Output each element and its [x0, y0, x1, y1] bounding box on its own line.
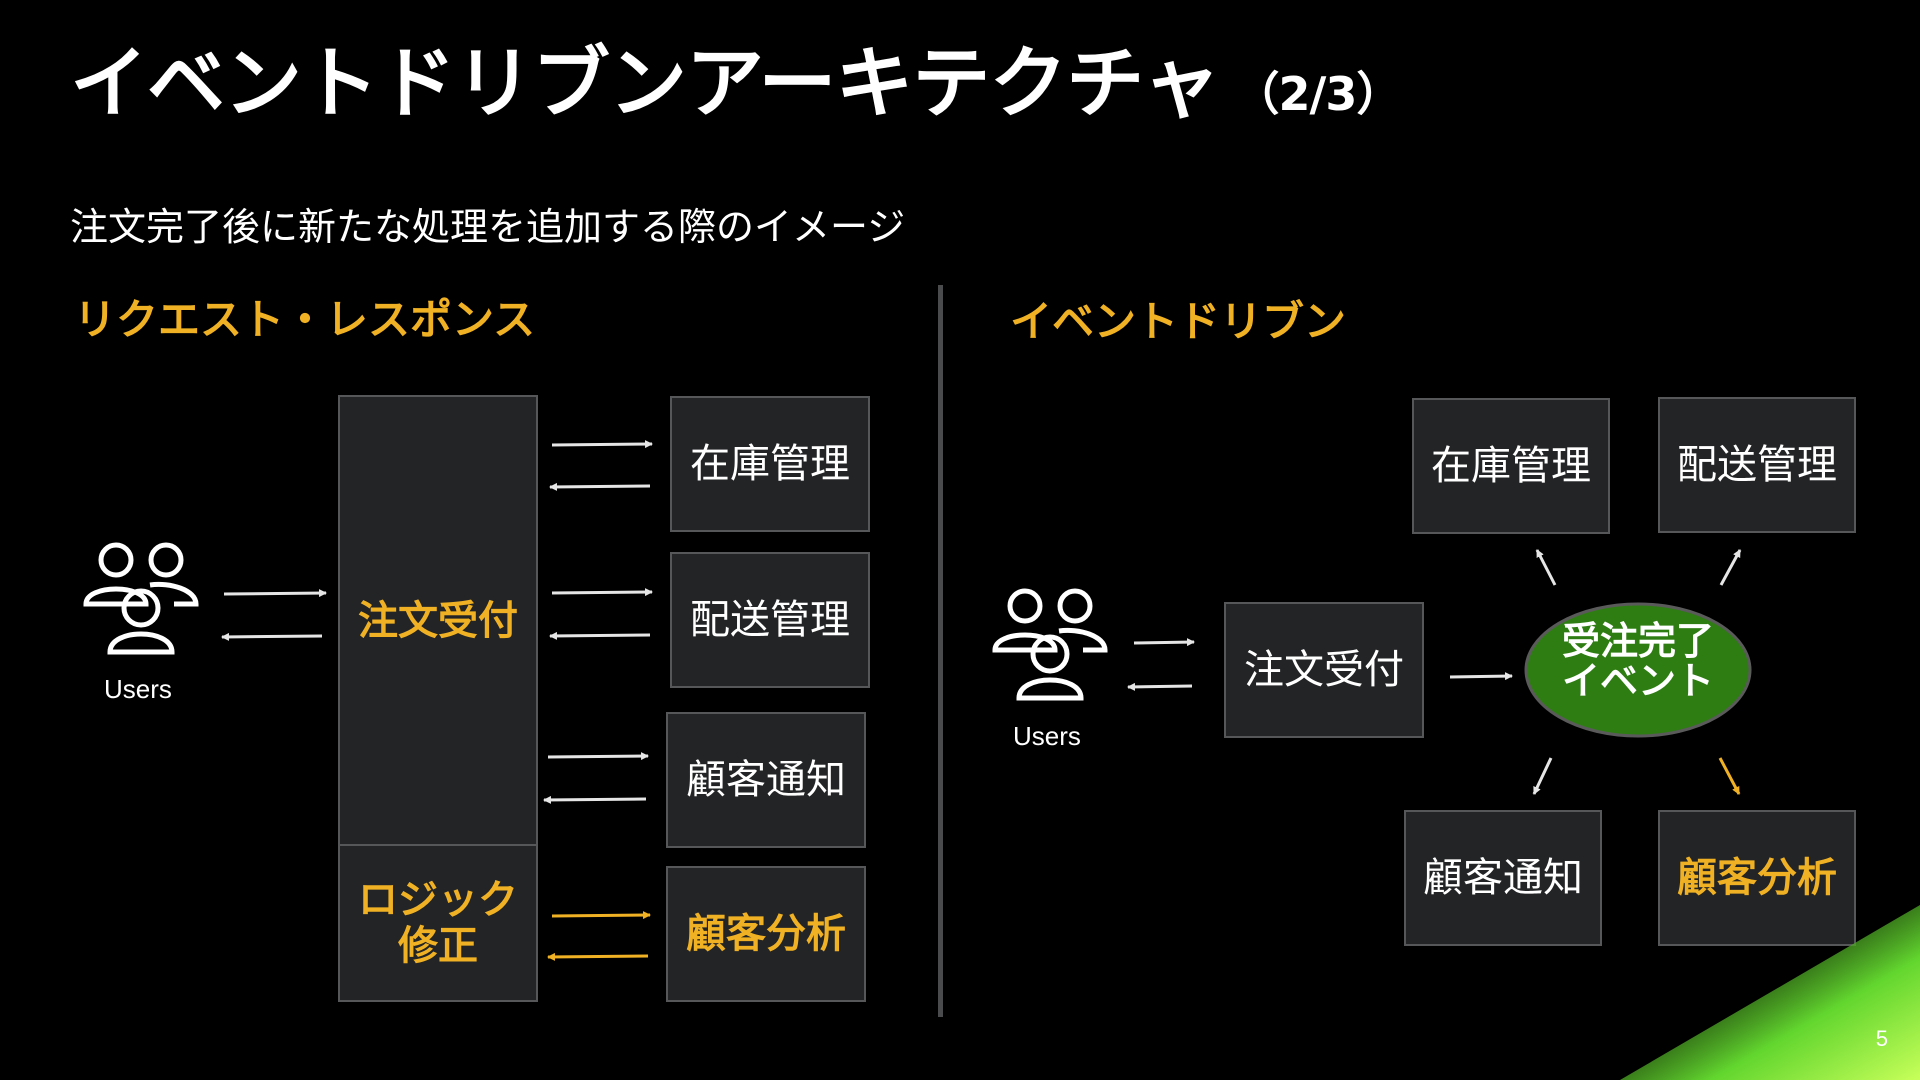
left-service-arrows [543, 440, 653, 804]
slide-title-text: イベントドリブンアーキテクチャ [70, 39, 1221, 129]
right-users-arrows [1127, 638, 1195, 691]
right-order-to-event-arrow [1449, 672, 1513, 681]
right-service-shipping: 配送管理 [1658, 397, 1856, 533]
event-ellipse [1524, 602, 1752, 738]
left-service-shipping: 配送管理 [670, 552, 870, 688]
left-analytics-arrows [547, 911, 651, 961]
right-service-notification: 顧客通知 [1404, 810, 1602, 946]
slide-title: イベントドリブンアーキテクチャ（2/3） [70, 38, 1403, 132]
left-service-inventory: 在庫管理 [670, 396, 870, 532]
corner-glow [1620, 905, 1920, 1080]
left-logic-box: ロジック 修正 [338, 844, 538, 1002]
right-service-inventory: 在庫管理 [1412, 398, 1610, 534]
right-analytics-arrow [1718, 757, 1741, 795]
slide-subtitle: 注文完了後に新たな処理を追加する際のイメージ [70, 205, 906, 249]
left-users-label: Users [104, 674, 172, 704]
left-order-box: 注文受付 [338, 395, 538, 847]
left-service-notification: 顧客通知 [666, 712, 866, 848]
event-driven-heading: イベントドリブン [1010, 297, 1347, 346]
right-service-analytics: 顧客分析 [1658, 810, 1856, 946]
left-users-icon [83, 542, 199, 655]
right-event-arrows [1532, 549, 1742, 795]
left-users-arrows [221, 589, 327, 641]
page-number: 5 [1875, 1026, 1888, 1051]
right-users-label: Users [1013, 721, 1081, 751]
slide-title-suffix: （2/3） [1233, 67, 1403, 121]
left-service-analytics: 顧客分析 [666, 866, 866, 1002]
event-label: 受注完了 イベント [1561, 619, 1714, 703]
request-response-heading: リクエスト・レスポンス [74, 295, 536, 344]
section-divider [938, 285, 943, 1017]
right-users-icon [992, 588, 1108, 701]
right-order-box: 注文受付 [1224, 602, 1424, 738]
